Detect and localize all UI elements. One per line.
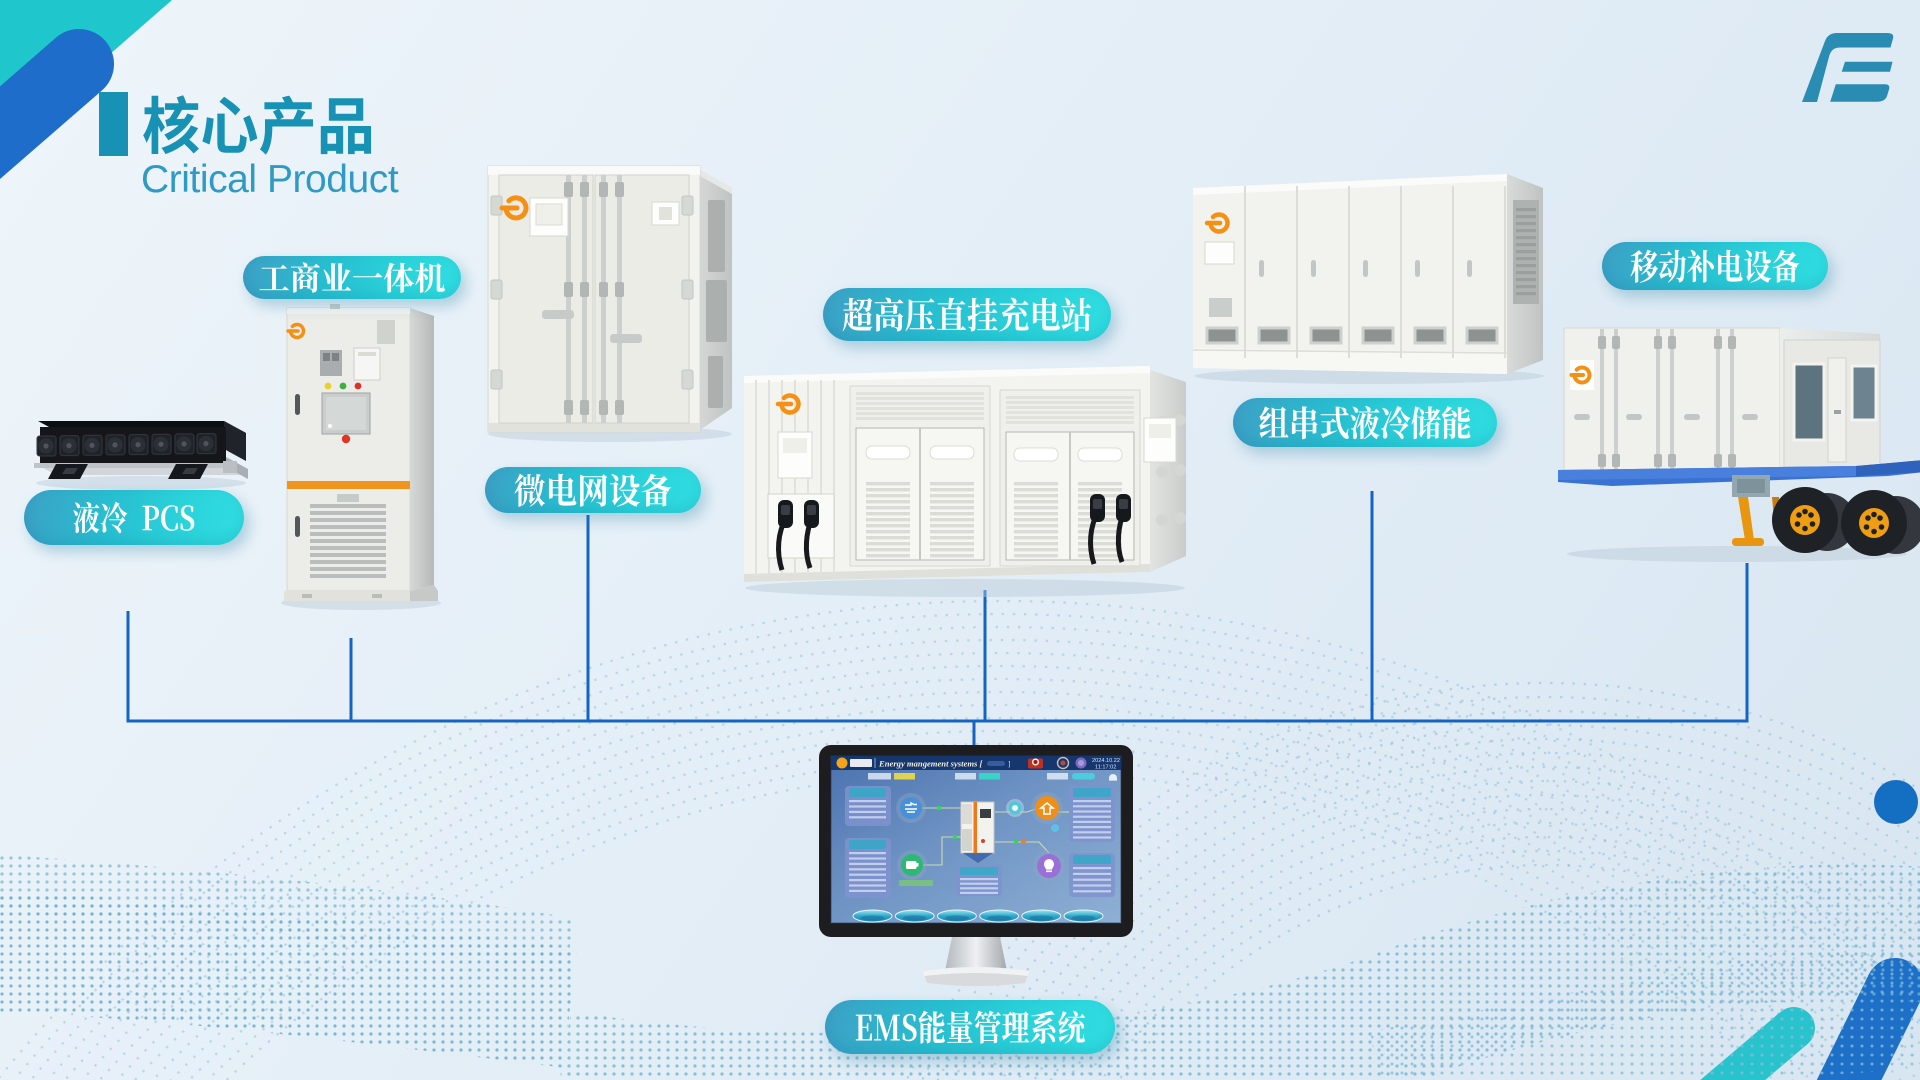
svg-text:11:17:02: 11:17:02 bbox=[1095, 765, 1116, 771]
svg-text:2024.10.22: 2024.10.22 bbox=[1092, 758, 1120, 764]
svg-text:Energy mangement systems [: Energy mangement systems [ bbox=[878, 759, 983, 769]
svg-text:]: ] bbox=[1008, 760, 1010, 768]
